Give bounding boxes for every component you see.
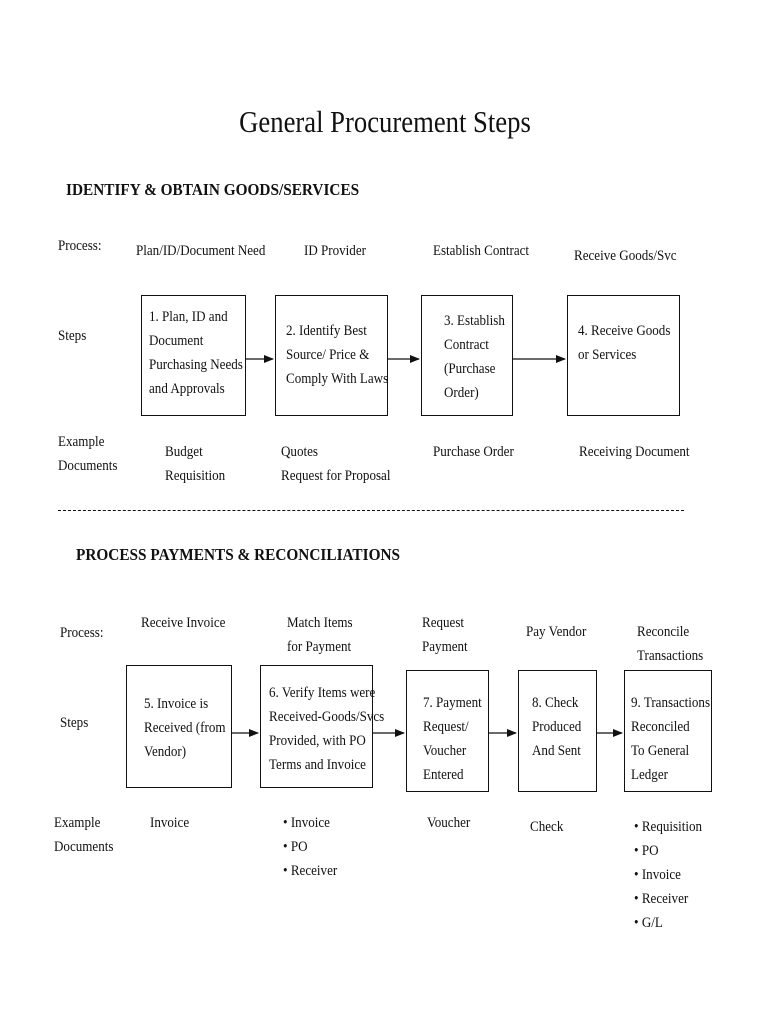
documents-step-1: Budget Requisition: [165, 440, 225, 488]
process-establish-contract: Establish Contract: [433, 243, 530, 259]
step-text-line: 6. Verify Items were: [269, 685, 376, 701]
process-label: Process:: [58, 238, 102, 254]
section-divider: [58, 510, 684, 511]
step-3-box: 3. Establish Contract (Purchase Order): [421, 295, 513, 416]
step-text-line: Order): [444, 385, 479, 401]
step-text-line: or Services: [578, 347, 637, 363]
step-text-line: Entered: [423, 767, 464, 783]
documents-step-8: Check: [530, 819, 564, 835]
step-5-box: 5. Invoice is Received (from Vendor): [126, 665, 232, 788]
step-text-line: To General: [631, 743, 690, 759]
step-4-box: 4. Receive Goods or Services: [567, 295, 680, 416]
example-label-line: Example: [54, 815, 101, 831]
page-title: General Procurement Steps: [239, 104, 531, 139]
step-text-line: Purchasing Needs: [149, 357, 243, 373]
process-line: Pay Vendor: [526, 624, 587, 640]
process-request-payment: Request Payment: [422, 611, 468, 659]
process-label: Process:: [60, 625, 104, 641]
example-label-line: Documents: [54, 839, 114, 855]
step-text-line: Produced: [532, 719, 582, 735]
step-text-line: Received-Goods/Svcs: [269, 709, 385, 725]
document-item: Requisition: [165, 468, 226, 484]
example-label-line: Example: [58, 434, 105, 450]
documents-step-3: Purchase Order: [433, 440, 514, 464]
process-line: for Payment: [287, 639, 352, 655]
process-line: Reconcile: [637, 624, 690, 640]
step-text-line: Terms and Invoice: [269, 757, 366, 773]
document-item: PO: [283, 835, 337, 859]
documents-step-7: Voucher: [427, 815, 471, 831]
process-line: Match Items: [287, 615, 353, 631]
document-item: Invoice: [283, 811, 337, 835]
steps-label: Steps: [60, 715, 89, 731]
document-item: Request for Proposal: [281, 468, 391, 484]
step-text-line: Voucher: [423, 743, 467, 759]
document-item: Receiver: [634, 887, 702, 911]
process-line: Transactions: [637, 648, 704, 664]
process-line: Receive Invoice: [141, 615, 226, 631]
step-1-box: 1. Plan, ID and Document Purchasing Need…: [141, 295, 246, 416]
step-text-line: 5. Invoice is: [144, 696, 209, 712]
document-item: Receiving Document: [579, 444, 690, 460]
document-item: PO: [634, 839, 702, 863]
document-item: Budget: [165, 444, 203, 460]
document-item: Invoice: [634, 863, 702, 887]
process-pay-vendor: Pay Vendor: [526, 620, 586, 644]
step-text-line: 1. Plan, ID and: [149, 309, 228, 325]
example-label-line: Documents: [58, 458, 118, 474]
step-text-line: Provided, with PO: [269, 733, 366, 749]
example-documents-label: Example Documents: [58, 430, 117, 478]
document-item: G/L: [634, 911, 702, 935]
documents-step-2: Quotes Request for Proposal: [281, 440, 390, 488]
step-text-line: Reconciled: [631, 719, 690, 735]
step-8-box: 8. Check Produced And Sent: [518, 670, 597, 792]
process-line: Payment: [422, 639, 468, 655]
document-item: Receiver: [283, 859, 337, 883]
process-line: Request: [422, 615, 465, 631]
step-text-line: 2. Identify Best: [286, 323, 367, 339]
step-text-line: and Approvals: [149, 381, 225, 397]
step-2-box: 2. Identify Best Source/ Price & Comply …: [275, 295, 388, 416]
process-receive-goods-svc: Receive Goods/Svc: [574, 248, 677, 264]
step-text-line: Received (from: [144, 720, 226, 736]
process-match-items: Match Items for Payment: [287, 611, 353, 659]
section-heading-process-payments: PROCESS PAYMENTS & RECONCILIATIONS: [76, 545, 401, 564]
step-text-line: And Sent: [532, 743, 581, 759]
process-id-provider: ID Provider: [304, 243, 366, 259]
step-text-line: Document: [149, 333, 204, 349]
step-text-line: Request/: [423, 719, 469, 735]
process-reconcile-transactions: Reconcile Transactions: [637, 620, 703, 668]
step-text-line: Contract: [444, 337, 489, 353]
step-text-line: 8. Check: [532, 695, 579, 711]
documents-step-6: Invoice PO Receiver: [283, 811, 337, 883]
steps-label: Steps: [58, 328, 87, 344]
step-text-line: 4. Receive Goods: [578, 323, 671, 339]
documents-step-5: Invoice: [150, 815, 190, 831]
step-text-line: Source/ Price &: [286, 347, 370, 363]
step-text-line: Comply With Laws: [286, 371, 389, 387]
step-6-box: 6. Verify Items were Received-Goods/Svcs…: [260, 665, 385, 788]
document-item: Requisition: [634, 815, 702, 839]
step-text-line: 7. Payment: [423, 695, 482, 711]
step-text-line: Vendor): [144, 744, 187, 760]
document-item: Quotes: [281, 444, 318, 460]
step-text-line: (Purchase: [444, 361, 496, 377]
example-documents-label: Example Documents: [54, 811, 113, 859]
documents-step-9: Requisition PO Invoice Receiver G/L: [634, 815, 702, 935]
process-receive-invoice: Receive Invoice: [141, 611, 225, 635]
step-text-line: Ledger: [631, 767, 668, 783]
document-item: Purchase Order: [433, 444, 514, 460]
process-plan-id-document-need: Plan/ID/Document Need: [136, 243, 266, 259]
step-9-box: 9. Transactions Reconciled To General Le…: [624, 670, 712, 792]
section-heading-identify-obtain: IDENTIFY & OBTAIN GOODS/SERVICES: [66, 180, 360, 199]
documents-step-4: Receiving Document: [579, 440, 690, 464]
step-text-line: 9. Transactions: [631, 695, 711, 711]
step-7-box: 7. Payment Request/ Voucher Entered: [406, 670, 489, 792]
step-text-line: 3. Establish: [444, 313, 505, 329]
